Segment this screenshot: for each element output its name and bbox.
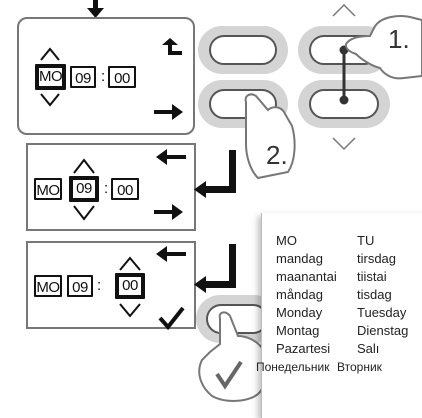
- day-name-mo: Pazartesi: [276, 341, 331, 356]
- transition-connector: [194, 150, 236, 198]
- day-name-mo: MO: [276, 233, 297, 248]
- day-name-mo: Понедельник: [256, 360, 330, 374]
- panel-2-hour-field: 09: [69, 176, 99, 202]
- panel-3-hour-field: 09: [67, 275, 93, 297]
- day-name-mo: Montag: [276, 323, 320, 338]
- day-names-box: MO mandag maanantai måndag Monday Montag…: [256, 213, 422, 418]
- panel-3-day-field: MO: [34, 275, 62, 297]
- panel-1-day-carets: [40, 47, 60, 107]
- transition-connector: [194, 244, 236, 293]
- step-2-label: 2.: [266, 140, 288, 170]
- left-upper-button[interactable]: [198, 26, 288, 74]
- day-name-tu: tiistai: [357, 269, 387, 284]
- day-name-tu: Tuesday: [357, 305, 407, 320]
- day-name-mo: Monday: [276, 305, 323, 320]
- day-name-tu: Dienstag: [357, 323, 409, 338]
- pointing-hand-icon: [244, 93, 296, 180]
- panel-1-frame: [17, 17, 195, 135]
- day-name-tu: tirsdag: [357, 251, 397, 266]
- panel-1-hour-field: 09: [70, 66, 96, 88]
- day-name-tu: Salı: [357, 341, 380, 356]
- panel-3-minute-field: 00: [115, 273, 145, 299]
- checkmark-icon: [158, 306, 185, 331]
- day-name-mo: mandag: [276, 251, 323, 266]
- down-chevron-icon: [332, 137, 356, 151]
- day-name-tu: Вторник: [337, 360, 382, 374]
- day-name-tu: TU: [357, 233, 375, 248]
- panel-2-minute-field: 00: [111, 178, 139, 200]
- panel-2-hour-carets: [73, 158, 95, 221]
- back-arrow-icon: [162, 38, 182, 55]
- panel-2-colon: :: [104, 180, 109, 197]
- step-1-label: 1.: [388, 24, 410, 54]
- panel-2-day-field: MO: [34, 178, 62, 200]
- panel-3-minute-carets: [119, 256, 141, 318]
- forward-arrow-icon: [154, 204, 183, 220]
- panel-3-colon: :: [97, 277, 102, 294]
- day-name-tu: tisdag: [357, 287, 392, 302]
- pointing-hand-icon: [344, 15, 422, 80]
- panel-1-minute-field: 00: [108, 66, 136, 88]
- up-chevron-icon: [332, 3, 356, 17]
- entry-arrow: [87, 0, 104, 18]
- day-name-mo: måndag: [276, 287, 323, 302]
- back-arrow-icon: [156, 149, 186, 165]
- back-arrow-icon: [156, 246, 186, 262]
- day-name-mo: maanantai: [276, 269, 337, 284]
- forward-arrow-icon: [154, 104, 183, 120]
- panel-1-day-field: MO: [35, 64, 66, 90]
- panel-1-colon: :: [101, 68, 106, 85]
